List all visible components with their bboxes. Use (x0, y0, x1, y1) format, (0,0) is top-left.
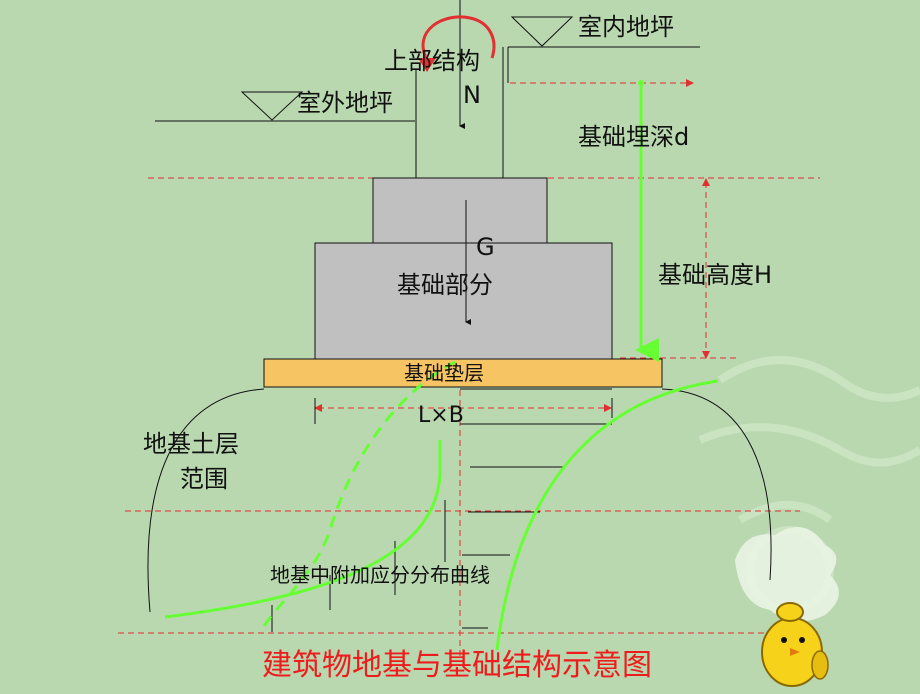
caption: 建筑物地基与基础结构示意图 (262, 648, 652, 683)
indoor-floor-symbol (510, 16, 574, 47)
dragon-pattern-icon (735, 527, 839, 622)
footing-upper-step (372, 177, 548, 244)
red-guides (118, 79, 820, 660)
load-n-label: N (463, 81, 481, 109)
footing-lower-step (314, 242, 613, 360)
foundation-part-label: 基础部分 (397, 271, 493, 299)
curved-arrow-icon (421, 15, 496, 63)
green-curve-right (495, 379, 719, 651)
load-g-label: G (476, 233, 495, 261)
green-dashed-curve (258, 360, 456, 633)
column (415, 47, 504, 178)
cushion-layer (263, 358, 663, 388)
cushion-label: 基础垫层 (404, 361, 484, 385)
chick-icon (761, 602, 829, 687)
soil-range-left (147, 388, 265, 613)
green-curve-left (164, 440, 442, 619)
outdoor-ground-symbol (240, 91, 304, 121)
soil-range-label-line1: 地基土层 (143, 430, 239, 458)
ground-lines (155, 46, 700, 122)
size-label: L×B (418, 403, 464, 428)
superstructure-label: 上部结构 (384, 47, 480, 75)
stress-curve-label: 地基中附加应分分布曲线 (270, 563, 490, 587)
indoor-floor-label: 室内地坪 (578, 13, 674, 41)
outdoor-ground-label: 室外地坪 (297, 89, 393, 117)
soil-range-right (661, 388, 772, 581)
size-ticks (314, 398, 613, 424)
soil-range-label-line2: 范围 (180, 465, 228, 493)
foundation-height-label: 基础高度H (658, 261, 772, 289)
curved-arrow-head (418, 58, 436, 72)
embed-depth-label: 基础埋深d (578, 123, 689, 151)
